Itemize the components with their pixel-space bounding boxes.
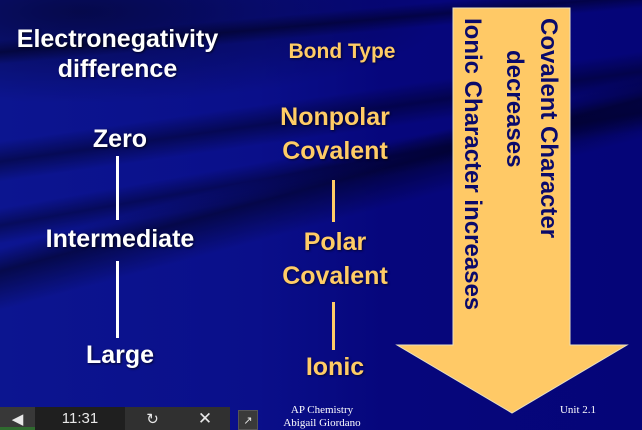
bond-nonpolar-covalent: Nonpolar Covalent — [250, 100, 420, 168]
arrow-text-decreases: decreases — [501, 50, 528, 168]
timer-display: 11:31 — [35, 407, 125, 430]
arrow-text-covalent-character: Covalent Character — [535, 18, 562, 239]
refresh-glyph: ↻ — [146, 410, 159, 428]
popout-icon[interactable]: ↗ — [238, 410, 258, 430]
close-icon[interactable]: ✕ — [180, 407, 230, 430]
connector-line — [332, 180, 335, 222]
en-level-zero: Zero — [92, 125, 148, 153]
close-glyph: ✕ — [197, 408, 213, 428]
connector-line — [116, 156, 119, 220]
connector-line — [116, 261, 119, 338]
footer-course-info: AP Chemistry Abigail Giordano — [262, 404, 382, 430]
en-level-intermediate: Intermediate — [45, 225, 195, 253]
speaker-glyph: ◀ — [11, 410, 24, 428]
arrow-text-ionic-character-increases: Ionic Character increases — [459, 18, 486, 311]
bond-ionic: Ionic — [305, 353, 365, 381]
footer-author: Abigail Giordano — [283, 417, 361, 429]
media-toolbar: ◀ 11:31 ↻ ✕ — [0, 407, 230, 430]
connector-line — [332, 302, 335, 350]
popout-glyph: ↗ — [243, 414, 253, 427]
bond-polar-covalent: Polar Covalent — [250, 225, 420, 293]
heading-electronegativity-difference: Electronegativity difference — [16, 25, 219, 83]
speaker-icon[interactable]: ◀ — [0, 407, 35, 430]
bond-label: Polar Covalent — [282, 228, 388, 290]
refresh-icon[interactable]: ↻ — [125, 407, 180, 430]
en-level-large: Large — [85, 341, 155, 369]
bond-label: Nonpolar Covalent — [280, 103, 390, 165]
footer-course-title: AP Chemistry — [290, 404, 354, 416]
heading-bond-type: Bond Type — [288, 40, 396, 63]
footer-unit: Unit 2.1 — [559, 404, 597, 416]
